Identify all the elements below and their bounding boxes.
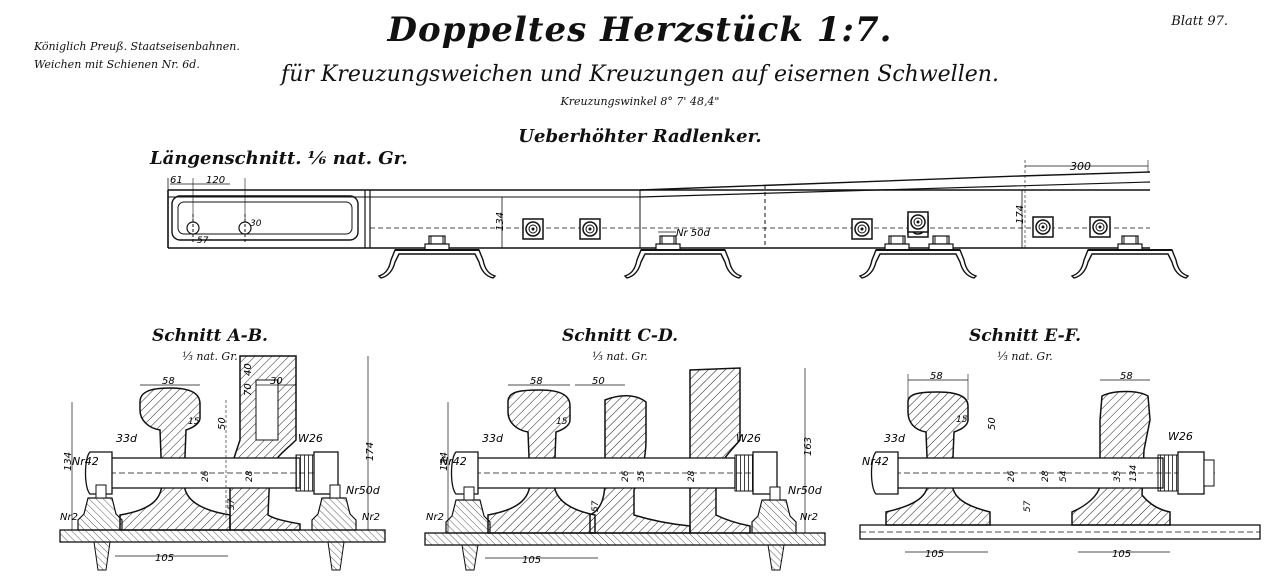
ref-nr50d: Nr 50d xyxy=(676,228,710,239)
ab-dim-15: 15 xyxy=(188,417,200,427)
cd-ref-33d: 33d xyxy=(482,432,504,445)
ab-dim-134: 134 xyxy=(63,452,74,471)
dim-30: 30 xyxy=(250,219,262,229)
ef-dim-54: 54 xyxy=(1059,470,1069,482)
cd-dim-35: 35 xyxy=(637,470,647,482)
section-cd: 58 50 15 134 163 105 26 28 35 57 33d Nr4… xyxy=(424,367,826,571)
ef-dim-57: 57 xyxy=(1023,500,1033,512)
dim-134: 134 xyxy=(495,212,506,231)
cd-ref-nr2-right: Nr2 xyxy=(800,512,818,523)
section-heading: Ueberhöhter Radlenker. xyxy=(518,126,762,147)
dim-300: 300 xyxy=(1070,160,1091,173)
ab-dim-30: 30 xyxy=(270,376,283,387)
ab-dim-40: 40 xyxy=(243,363,254,376)
section-cd-scale: ⅓ nat. Gr. xyxy=(592,350,648,363)
ef-dim-50: 50 xyxy=(987,417,998,430)
section-ab: 58 70 40 30 15 50 134 174 105 57 26 28 3… xyxy=(59,355,386,571)
section-cd-title: Schnitt C-D. xyxy=(561,326,679,346)
ab-ref-nr2-right: Nr2 xyxy=(362,512,380,523)
longitudinal-label: Längenschnitt. ⅙ nat. Gr. xyxy=(150,148,408,169)
ef-dim-28: 28 xyxy=(1041,470,1051,482)
ab-ref-w26: W26 xyxy=(298,432,323,445)
cd-ref-nr42: Nr42 xyxy=(440,455,467,468)
cd-dim-28: 28 xyxy=(687,470,697,482)
dim-120: 120 xyxy=(206,175,225,186)
ab-dim-50: 50 xyxy=(217,417,228,430)
ab-dim-58: 58 xyxy=(162,376,175,387)
section-ef: 58 58 15 50 105 105 26 28 54 57 35 134 3… xyxy=(859,371,1261,560)
ef-dim-58-right: 58 xyxy=(1120,371,1133,382)
rail-type: Weichen mit Schienen Nr. 6d. xyxy=(34,58,200,71)
section-ab-title: Schnitt A-B. xyxy=(152,326,268,346)
ab-dim-174: 174 xyxy=(365,442,376,461)
ab-dim-26: 26 xyxy=(201,470,211,482)
dim-57: 57 xyxy=(197,236,209,246)
ef-ref-nr42: Nr42 xyxy=(862,455,889,468)
ab-dim-70: 70 xyxy=(243,383,254,396)
cd-dim-58: 58 xyxy=(530,376,543,387)
ab-ref-nr50d: Nr50d xyxy=(346,484,381,497)
ef-dim-26: 26 xyxy=(1007,470,1017,482)
drawing-title: Doppeltes Herzstück 1:7. xyxy=(387,10,893,50)
cd-ref-nr50d: Nr50d xyxy=(788,484,823,497)
dim-174: 174 xyxy=(1015,205,1026,224)
ef-ref-33d: 33d xyxy=(884,432,906,445)
cd-dim-15: 15 xyxy=(556,417,568,427)
ef-dim-134: 134 xyxy=(1129,465,1139,482)
cd-dim-105: 105 xyxy=(522,555,541,566)
ef-dim-58-left: 58 xyxy=(930,371,943,382)
section-ab-scale: ⅓ nat. Gr. xyxy=(182,350,238,363)
ab-ref-nr42: Nr42 xyxy=(72,455,99,468)
cd-dim-50-top: 50 xyxy=(592,376,605,387)
section-ef-title: Schnitt E-F. xyxy=(968,326,1082,346)
ef-ref-w26: W26 xyxy=(1168,430,1193,443)
ab-ref-nr2-left: Nr2 xyxy=(60,512,78,523)
cd-ref-w26: W26 xyxy=(736,432,761,445)
cd-ref-nr2-left: Nr2 xyxy=(426,512,444,523)
longitudinal-section: 61 120 300 134 174 30 57 Nr 50d xyxy=(167,160,1189,279)
dim-61: 61 xyxy=(170,175,183,186)
ab-dim-105: 105 xyxy=(155,553,174,564)
crossing-angle: Kreuzungswinkel 8° 7' 48,4" xyxy=(560,95,720,108)
ef-dim-15: 15 xyxy=(956,415,968,425)
cd-dim-26: 26 xyxy=(621,470,631,482)
ef-dim-105-right: 105 xyxy=(1112,549,1131,560)
ef-dim-35: 35 xyxy=(1113,470,1123,482)
cd-dim-134: 134 xyxy=(439,452,450,471)
cd-dim-57: 57 xyxy=(591,500,601,512)
ab-ref-33d: 33d xyxy=(116,432,138,445)
ab-dim-28: 28 xyxy=(245,470,255,482)
section-ef-scale: ⅓ nat. Gr. xyxy=(997,350,1053,363)
ab-dim-57: 57 xyxy=(227,498,237,510)
ef-dim-105-left: 105 xyxy=(925,549,944,560)
cd-dim-163: 163 xyxy=(803,437,814,456)
railway-name: Königlich Preuß. Staatseisenbahnen. xyxy=(34,40,240,53)
drawing-subtitle: für Kreuzungsweichen und Kreuzungen auf … xyxy=(281,62,999,87)
sheet-number: Blatt 97. xyxy=(1171,14,1228,29)
